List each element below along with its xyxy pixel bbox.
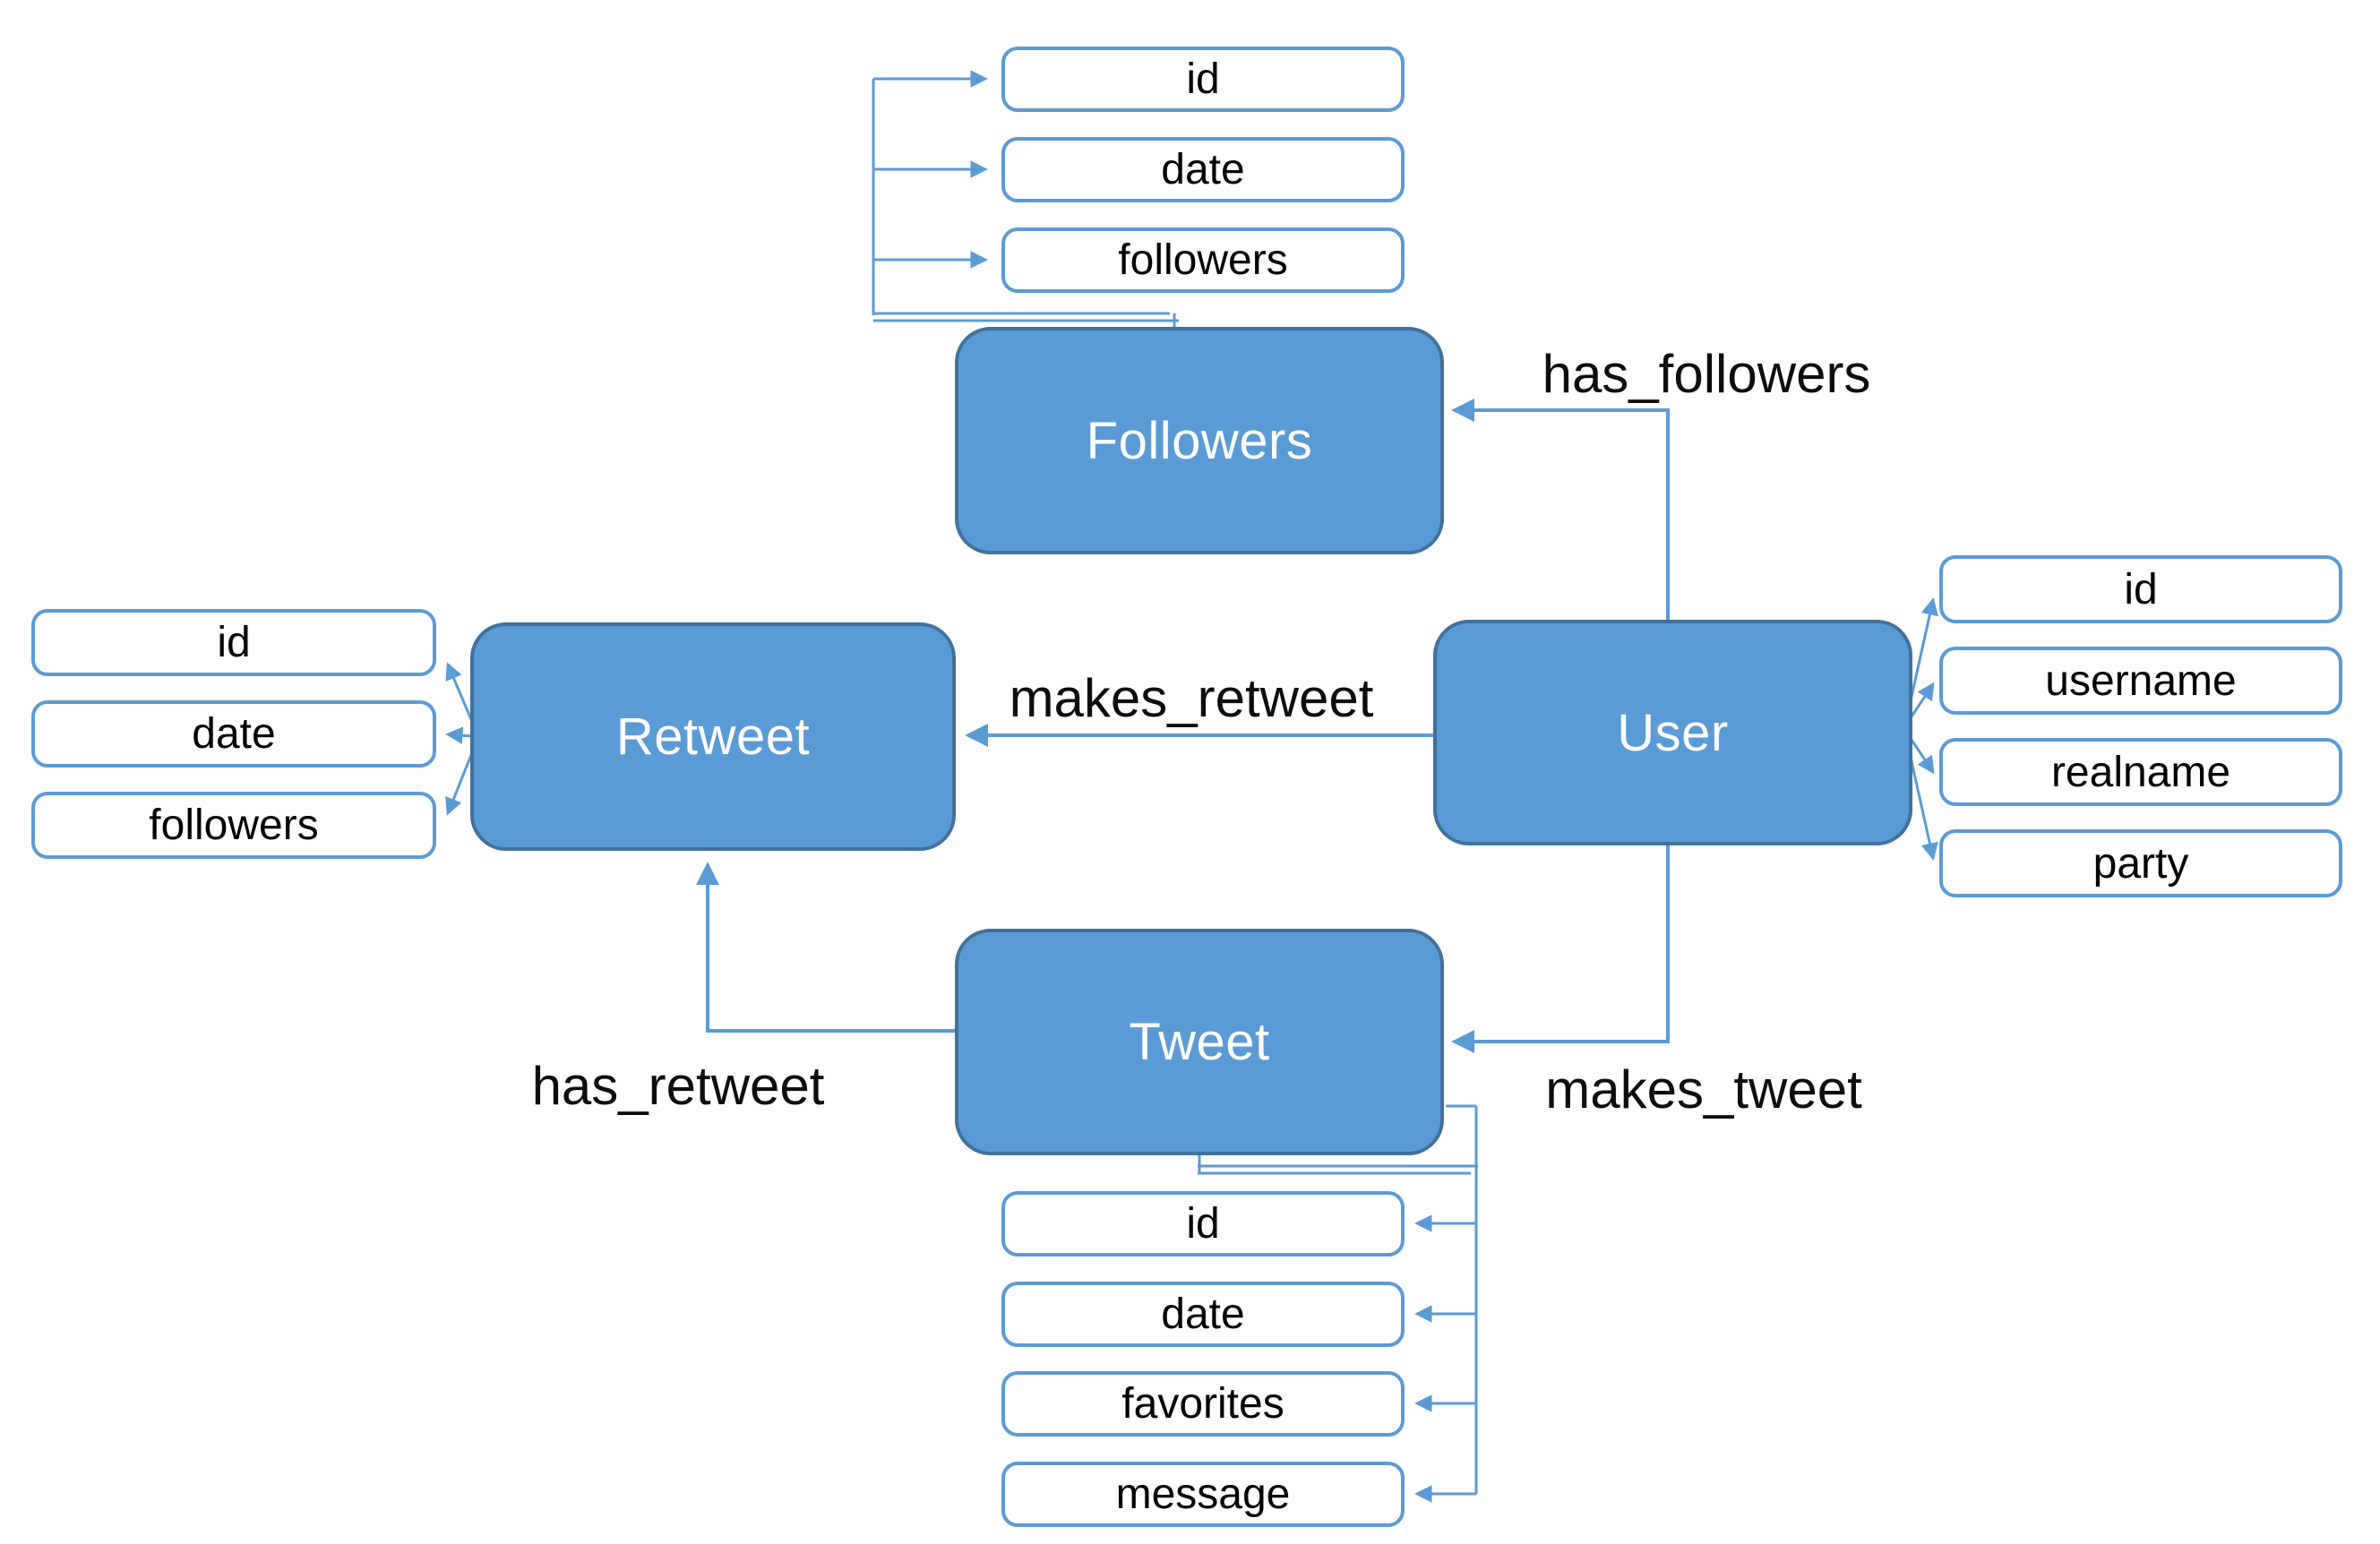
connector-has-followers (1451, 399, 1670, 620)
label-makes-retweet: makes_retweet (1009, 668, 1374, 728)
attr-box-retweet-followers: followers (31, 792, 436, 859)
attr-box-tweet-id: id (1001, 1191, 1405, 1257)
attr-box-user-username: username (1939, 647, 2342, 715)
entity-tweet: Tweet (955, 929, 1444, 1155)
attr-label: followers (149, 802, 319, 849)
attr-box-tweet-message: message (1001, 1462, 1405, 1527)
label-has-followers: has_followers (1542, 344, 1871, 404)
label-makes-tweet: makes_tweet (1545, 1059, 1862, 1119)
attr-box-tweet-date: date (1001, 1282, 1405, 1347)
entity-followers: Followers (955, 327, 1444, 554)
connector-tweet-attrs (1198, 1104, 1478, 1503)
attr-label: date (1161, 1291, 1245, 1338)
entity-user: User (1433, 620, 1912, 845)
attr-box-followers-id: id (1001, 47, 1405, 112)
attr-box-retweet-date: date (31, 700, 436, 768)
attr-box-retweet-id: id (31, 609, 436, 676)
attr-label: followers (1118, 236, 1288, 284)
connector-has-retweet (696, 862, 955, 1033)
entity-followers-label: Followers (1086, 411, 1313, 470)
attr-label: party (2092, 839, 2189, 888)
connector-followers-attrs (872, 70, 1179, 330)
entity-user-label: User (1617, 703, 1729, 762)
attr-box-followers-followers: followers (1001, 227, 1405, 293)
entity-retweet-label: Retweet (615, 708, 811, 766)
attr-label: favorites (1121, 1380, 1285, 1428)
attr-label: message (1115, 1471, 1291, 1518)
entity-tweet-label: Tweet (1129, 1013, 1270, 1071)
attr-box-user-realname: realname (1939, 738, 2342, 806)
entity-retweet: Retweet (470, 622, 956, 851)
attr-label: realname (2050, 748, 2231, 796)
attr-box-tweet-favorites: favorites (1001, 1371, 1405, 1437)
attr-label: date (1161, 146, 1245, 193)
attr-label: id (217, 619, 251, 666)
attr-box-user-party: party (1939, 829, 2342, 897)
attr-label: date (192, 710, 276, 758)
attr-label: username (2045, 656, 2237, 705)
attr-label: id (2124, 565, 2158, 613)
connector-retweet-attrs-fan (445, 662, 475, 816)
attr-box-followers-date: date (1001, 137, 1405, 202)
attr-label: id (1186, 56, 1220, 103)
attr-box-user-id: id (1939, 555, 2342, 623)
connector-makes-tweet (1451, 845, 1670, 1053)
label-has-retweet: has_retweet (531, 1056, 825, 1116)
attr-label: id (1186, 1200, 1220, 1248)
